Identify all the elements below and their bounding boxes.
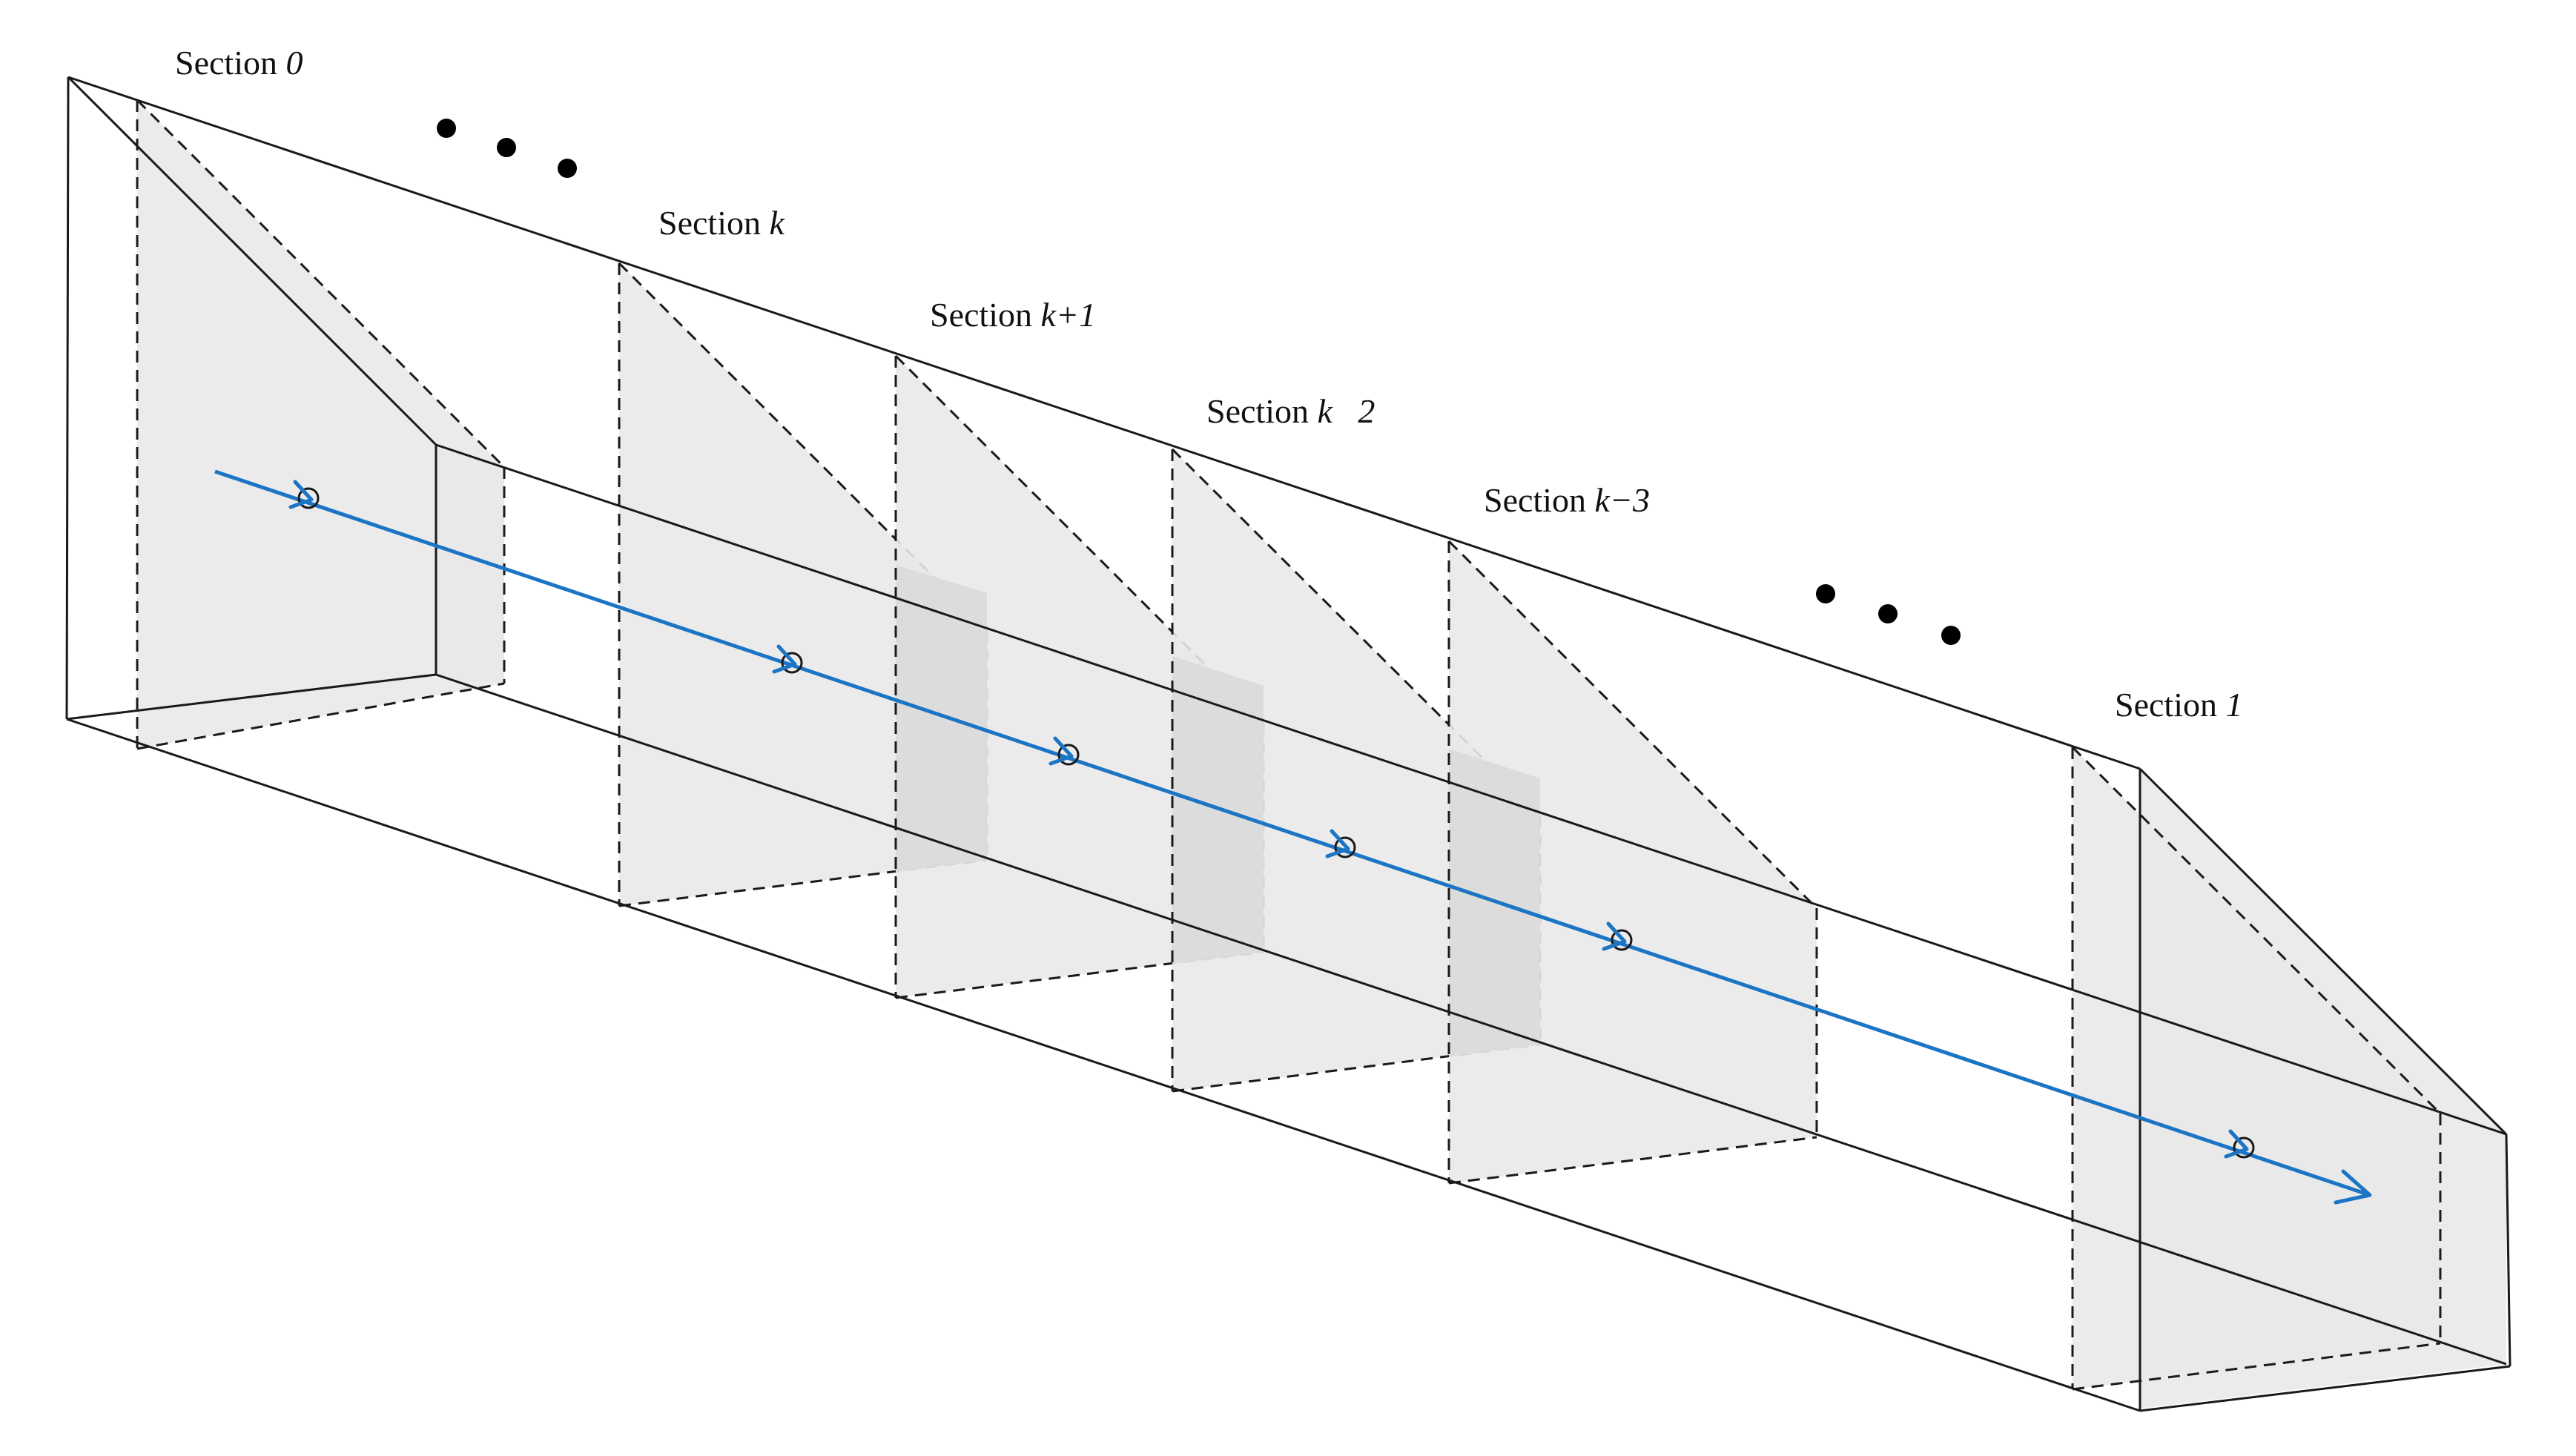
flow-node-section-k-3 [1602,921,1633,951]
flow-node-section-k-plus-1 [1048,736,1080,766]
label-section-k-2: Section k 2 [1206,392,1375,430]
label-section-k-plus-1: Section k+1 [930,296,1096,334]
section-1-plane [2071,746,2506,1409]
flow-node-section-k-2 [1325,829,1356,858]
channel-outline [65,76,2511,1412]
flow-path [214,469,2372,1205]
flow-node-section-0 [288,480,320,509]
flow-node-section-k [772,644,803,674]
ellipsis-dots-lower [1816,584,1961,645]
label-section-1: Section 1 [2115,686,2242,724]
label-section-k: Section k [658,204,785,242]
section-k-3-plane [1447,540,1818,1185]
label-section-0: Section 0 [175,44,303,82]
section-0-plane [136,99,506,750]
label-section-k-3: Section k−3 [1484,481,1650,519]
flow-node-section-1 [2224,1129,2255,1159]
ellipsis-dots-upper [437,119,577,178]
